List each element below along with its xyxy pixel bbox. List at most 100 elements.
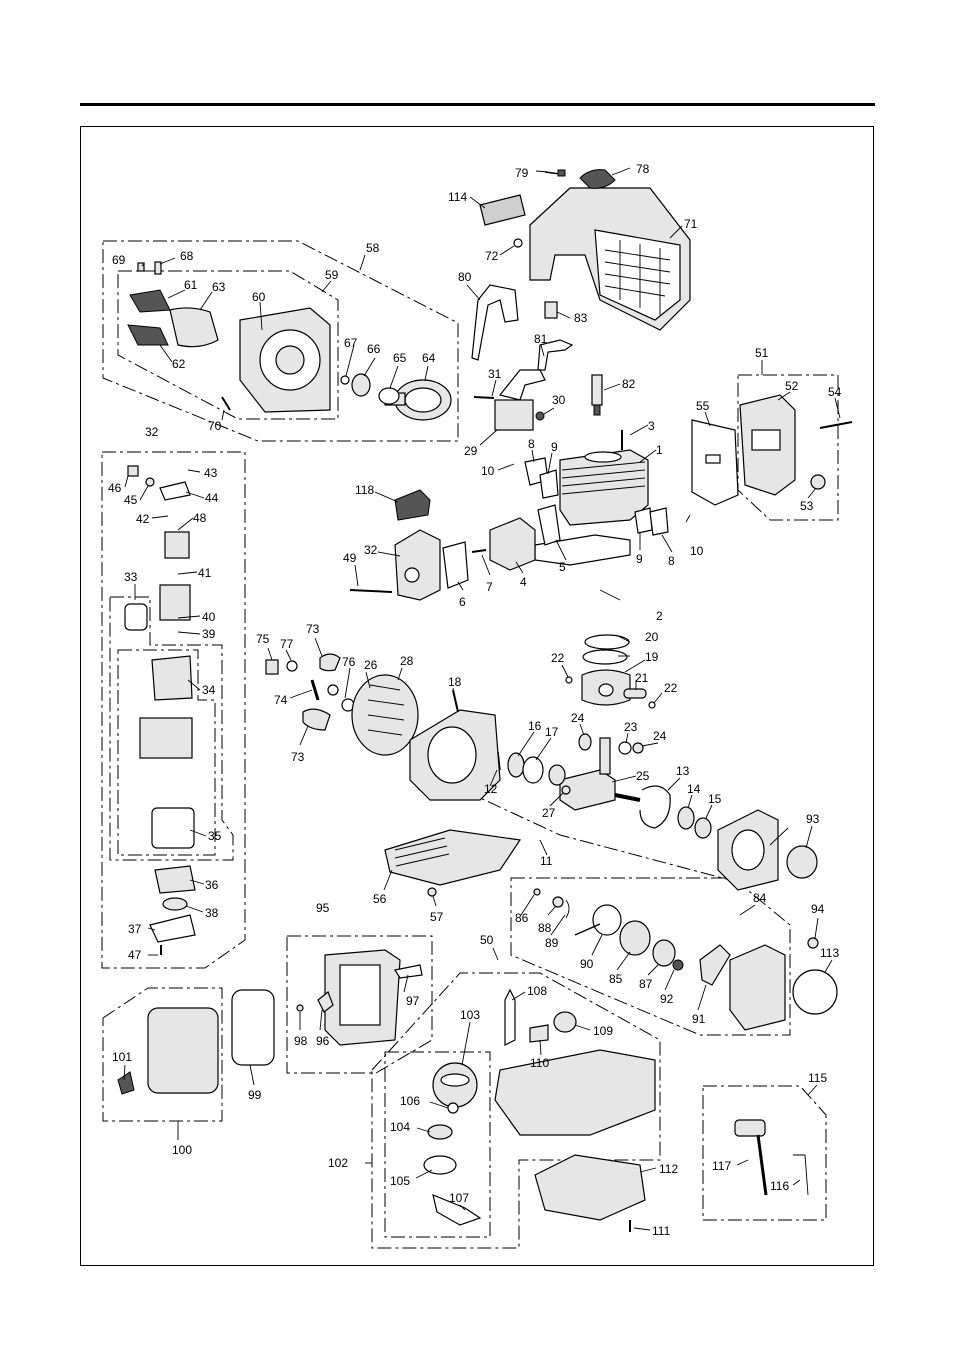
muffler-body — [739, 394, 796, 496]
group-100-outline — [102, 987, 223, 1122]
label-69: 69 — [112, 253, 126, 267]
clutch-spring — [310, 679, 320, 701]
label-9a: 9 — [551, 440, 558, 454]
group-59-outline — [117, 270, 339, 420]
group-115-outline — [702, 1085, 827, 1221]
label-59: 59 — [325, 268, 339, 282]
cover-knob — [579, 169, 616, 189]
label-73a: 73 — [306, 622, 320, 636]
label-71: 71 — [684, 217, 698, 231]
label-22a: 22 — [551, 651, 565, 665]
plug-wrench — [734, 1119, 768, 1196]
label-68: 68 — [180, 249, 194, 263]
group-84-outline — [510, 877, 791, 1036]
label-73b: 73 — [291, 750, 305, 764]
label-37: 37 — [128, 922, 142, 936]
label-8a: 8 — [528, 437, 535, 451]
coil-bolt — [473, 396, 495, 399]
label-61: 61 — [184, 278, 198, 292]
label-23: 23 — [624, 720, 638, 734]
clamp-lower — [127, 324, 169, 346]
label-13: 13 — [676, 764, 690, 778]
damper — [544, 301, 558, 319]
label-6: 6 — [459, 595, 466, 609]
label-102: 102 — [328, 1156, 348, 1170]
insulator-gasket — [537, 504, 561, 546]
label-84: 84 — [753, 891, 767, 905]
fuel-hose — [504, 988, 516, 1046]
label-54: 54 — [828, 385, 842, 399]
label-39: 39 — [202, 627, 216, 641]
cap-valve — [427, 1124, 453, 1140]
fuel-tank — [494, 1049, 656, 1136]
label-91: 91 — [692, 1012, 706, 1026]
crank-bearing — [548, 764, 566, 786]
label-49: 49 — [343, 551, 357, 565]
label-107: 107 — [449, 1191, 469, 1205]
crankshaft — [559, 737, 641, 811]
label-17: 17 — [545, 725, 559, 739]
shroud-screw — [427, 887, 437, 897]
label-26: 26 — [364, 658, 378, 672]
case-gasket — [639, 785, 671, 829]
label-29: 29 — [464, 444, 478, 458]
group-58-outline — [102, 240, 459, 442]
label-94: 94 — [811, 902, 825, 916]
label-47: 47 — [128, 948, 142, 962]
label-103: 103 — [460, 1008, 480, 1022]
label-1: 1 — [656, 443, 663, 457]
starter-washer — [552, 896, 564, 908]
label-97: 97 — [406, 994, 420, 1008]
fan-pulley — [786, 845, 818, 879]
label-60: 60 — [252, 290, 266, 304]
label-36: 36 — [205, 878, 219, 892]
label-41: 41 — [198, 566, 212, 580]
label-42: 42 — [136, 512, 150, 526]
starter-nut — [672, 959, 684, 971]
label-40: 40 — [202, 610, 216, 624]
group-32-outline — [101, 451, 246, 969]
cylinder — [559, 449, 649, 526]
starter-spring-clip — [565, 899, 570, 919]
group-103-outline — [384, 1051, 491, 1238]
flywheel — [351, 674, 419, 756]
shoulder-bolt — [265, 659, 279, 675]
part-labels: 79 78 114 71 72 80 83 81 82 31 30 29 3 1… — [108, 162, 842, 1238]
thrust-washer-right — [632, 742, 644, 754]
piston-ring-upper — [584, 634, 630, 650]
label-14: 14 — [687, 782, 701, 796]
base-screw — [296, 1004, 304, 1012]
cover-screw — [513, 238, 523, 248]
oil-seal-left — [507, 752, 525, 778]
exhaust-plate-right — [649, 507, 669, 536]
label-116: 116 — [770, 1179, 789, 1193]
label-10a: 10 — [481, 464, 495, 478]
needle-bearing — [578, 733, 592, 751]
crankcase-pin — [497, 751, 501, 771]
group-102-outline — [371, 972, 661, 1249]
crankcase-right — [717, 809, 779, 891]
label-5: 5 — [559, 560, 566, 574]
label-53: 53 — [800, 499, 814, 513]
insulator — [489, 517, 536, 571]
case-screw — [221, 396, 231, 411]
pin-bearing — [618, 741, 632, 755]
label-115: 115 — [808, 1071, 827, 1085]
drum-washer — [340, 375, 350, 385]
piston — [581, 669, 631, 706]
label-45: 45 — [124, 493, 138, 507]
oil-seal-right — [677, 806, 695, 830]
label-106: 106 — [400, 1094, 420, 1108]
label-87: 87 — [639, 977, 653, 991]
label-24b: 24 — [653, 729, 667, 743]
muffler-gasket-plate — [691, 419, 739, 506]
fuel-cap — [432, 1062, 478, 1108]
label-109: 109 — [593, 1024, 613, 1038]
air-cleaner-cover — [147, 1007, 219, 1094]
group-33-outline — [109, 596, 234, 861]
clutch-shoe-upper — [319, 653, 341, 672]
label-31: 31 — [488, 367, 502, 381]
starter-case — [729, 944, 786, 1031]
piston-ring-lower — [582, 649, 628, 665]
starter-handle — [699, 944, 731, 986]
